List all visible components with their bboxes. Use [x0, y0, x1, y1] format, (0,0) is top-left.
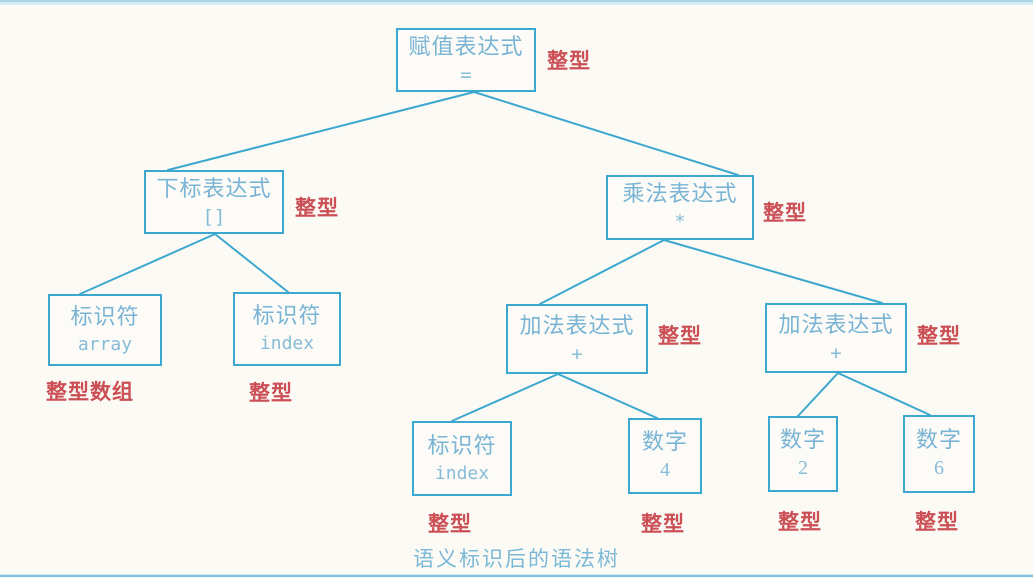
type-tag-num-4: 整型 [641, 512, 685, 536]
tree-node-label: 乘法表达式 [622, 181, 738, 207]
tree-node-ident-array: 标识符 array [48, 294, 162, 366]
type-tag-assign: 整型 [547, 49, 591, 73]
tree-node-symbol: = [460, 63, 472, 86]
tree-node-symbol: 2 [798, 457, 808, 480]
tree-node-label: 加法表达式 [519, 312, 635, 338]
tree-node-num-2: 数字 2 [768, 416, 838, 492]
diagram-caption: 语义标识后的语法树 [413, 547, 620, 571]
tree-node-add-right: 加法表达式 + [765, 303, 907, 373]
tree-node-symbol: index [434, 462, 490, 484]
tree-edge [167, 91, 475, 171]
tree-node-add-left: 加法表达式 + [506, 304, 648, 374]
tree-node-symbol: array [77, 334, 133, 356]
tree-edge [451, 373, 559, 422]
tree-node-ident-index-1: 标识符 index [233, 292, 341, 366]
tree-edge [797, 372, 839, 417]
type-tag-add-right: 整型 [917, 324, 961, 348]
tree-node-label: 数字 [641, 429, 688, 455]
type-tag-subscript: 整型 [295, 196, 339, 220]
tree-node-label: 标识符 [427, 432, 497, 458]
tree-node-symbol: index [259, 333, 315, 355]
type-tag-num-6: 整型 [915, 510, 959, 534]
type-tag-num-2: 整型 [778, 510, 822, 534]
tree-node-symbol: * [674, 211, 686, 234]
tree-node-assign: 赋值表达式 = [396, 28, 536, 92]
tree-node-symbol: 6 [934, 457, 944, 480]
tree-node-symbol: + [571, 342, 583, 365]
tree-node-symbol: [] [202, 205, 226, 228]
tree-edge [837, 372, 931, 416]
type-tag-multiply: 整型 [763, 201, 807, 225]
tree-edge [557, 373, 658, 419]
tree-node-label: 标识符 [70, 304, 140, 330]
tree-node-label: 数字 [779, 427, 826, 453]
tree-edge [79, 233, 216, 295]
tree-node-symbol: + [830, 341, 842, 364]
tree-node-label: 赋值表达式 [408, 33, 524, 59]
type-tag-ident-array: 整型数组 [46, 380, 134, 404]
tree-node-label: 数字 [915, 427, 962, 453]
type-tag-add-left: 整型 [658, 324, 702, 348]
tree-edge [473, 91, 739, 176]
tree-node-ident-index-2: 标识符 index [412, 421, 512, 496]
tree-node-num-6: 数字 6 [903, 415, 975, 493]
tree-node-subscript: 下标表达式 [] [144, 170, 284, 234]
type-tag-ident-index-2: 整型 [428, 512, 472, 536]
tree-edge [214, 233, 289, 293]
tree-edge [663, 239, 883, 304]
tree-edge [539, 239, 665, 305]
tree-node-num-4: 数字 4 [628, 418, 702, 494]
tree-node-label: 下标表达式 [156, 175, 272, 201]
tree-node-symbol: 4 [660, 459, 670, 482]
tree-node-label: 标识符 [252, 303, 322, 329]
tree-node-label: 加法表达式 [778, 311, 894, 337]
type-tag-ident-index-1: 整型 [249, 381, 293, 405]
tree-node-multiply: 乘法表达式 * [606, 175, 754, 240]
